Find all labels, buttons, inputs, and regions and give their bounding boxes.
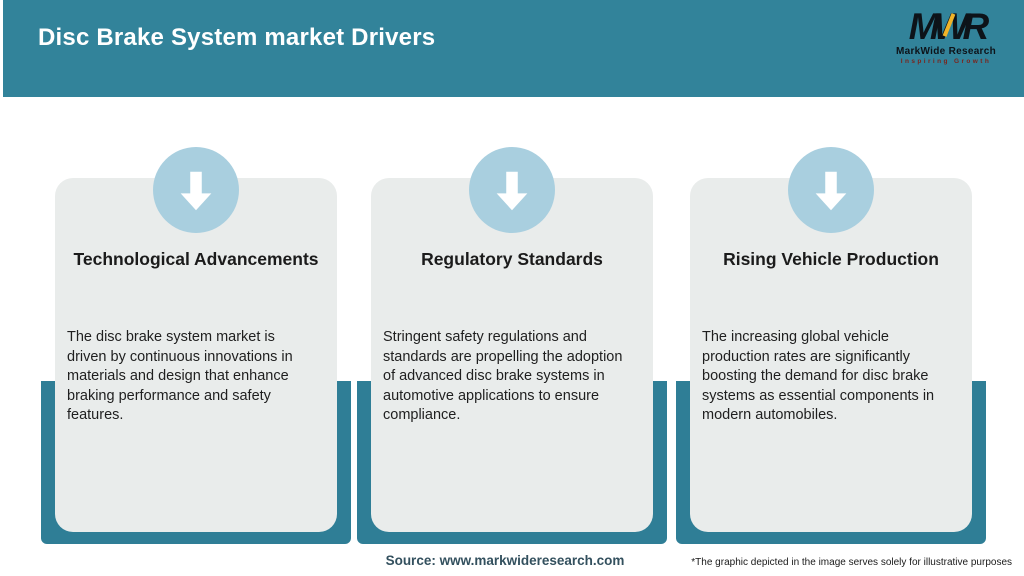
source-link-text: Source: www.markwideresearch.com xyxy=(385,553,625,568)
disclaimer-text: *The graphic depicted in the image serve… xyxy=(691,557,1012,568)
driver-card-technological-advancements: Technological Advancements The disc brak… xyxy=(55,178,337,532)
logo-company-name: MarkWide Research xyxy=(895,46,997,57)
card-title: Technological Advancements xyxy=(73,249,319,269)
driver-card-rising-vehicle-production: Rising Vehicle Production The increasing… xyxy=(690,178,972,532)
card-description: The increasing global vehicle production… xyxy=(702,329,935,423)
card-title: Rising Vehicle Production xyxy=(723,249,939,269)
card-title: Regulatory Standards xyxy=(421,249,603,269)
page-title: Disc Brake System market Drivers xyxy=(38,24,436,51)
card-description: The disc brake system market is driven b… xyxy=(67,329,293,423)
down-arrow-icon xyxy=(788,147,874,233)
header-band: Disc Brake System market Drivers MWR Mar… xyxy=(3,0,1024,97)
markwide-research-logo: MWR MarkWide Research Inspiring Growth xyxy=(886,8,1006,65)
down-arrow-icon xyxy=(469,147,555,233)
down-arrow-icon xyxy=(153,147,239,233)
logo-tagline: Inspiring Growth xyxy=(900,58,992,65)
driver-card-regulatory-standards: Regulatory Standards Stringent safety re… xyxy=(371,178,653,532)
logo-monogram: MWR xyxy=(909,8,990,45)
card-description: Stringent safety regulations and standar… xyxy=(383,329,623,423)
